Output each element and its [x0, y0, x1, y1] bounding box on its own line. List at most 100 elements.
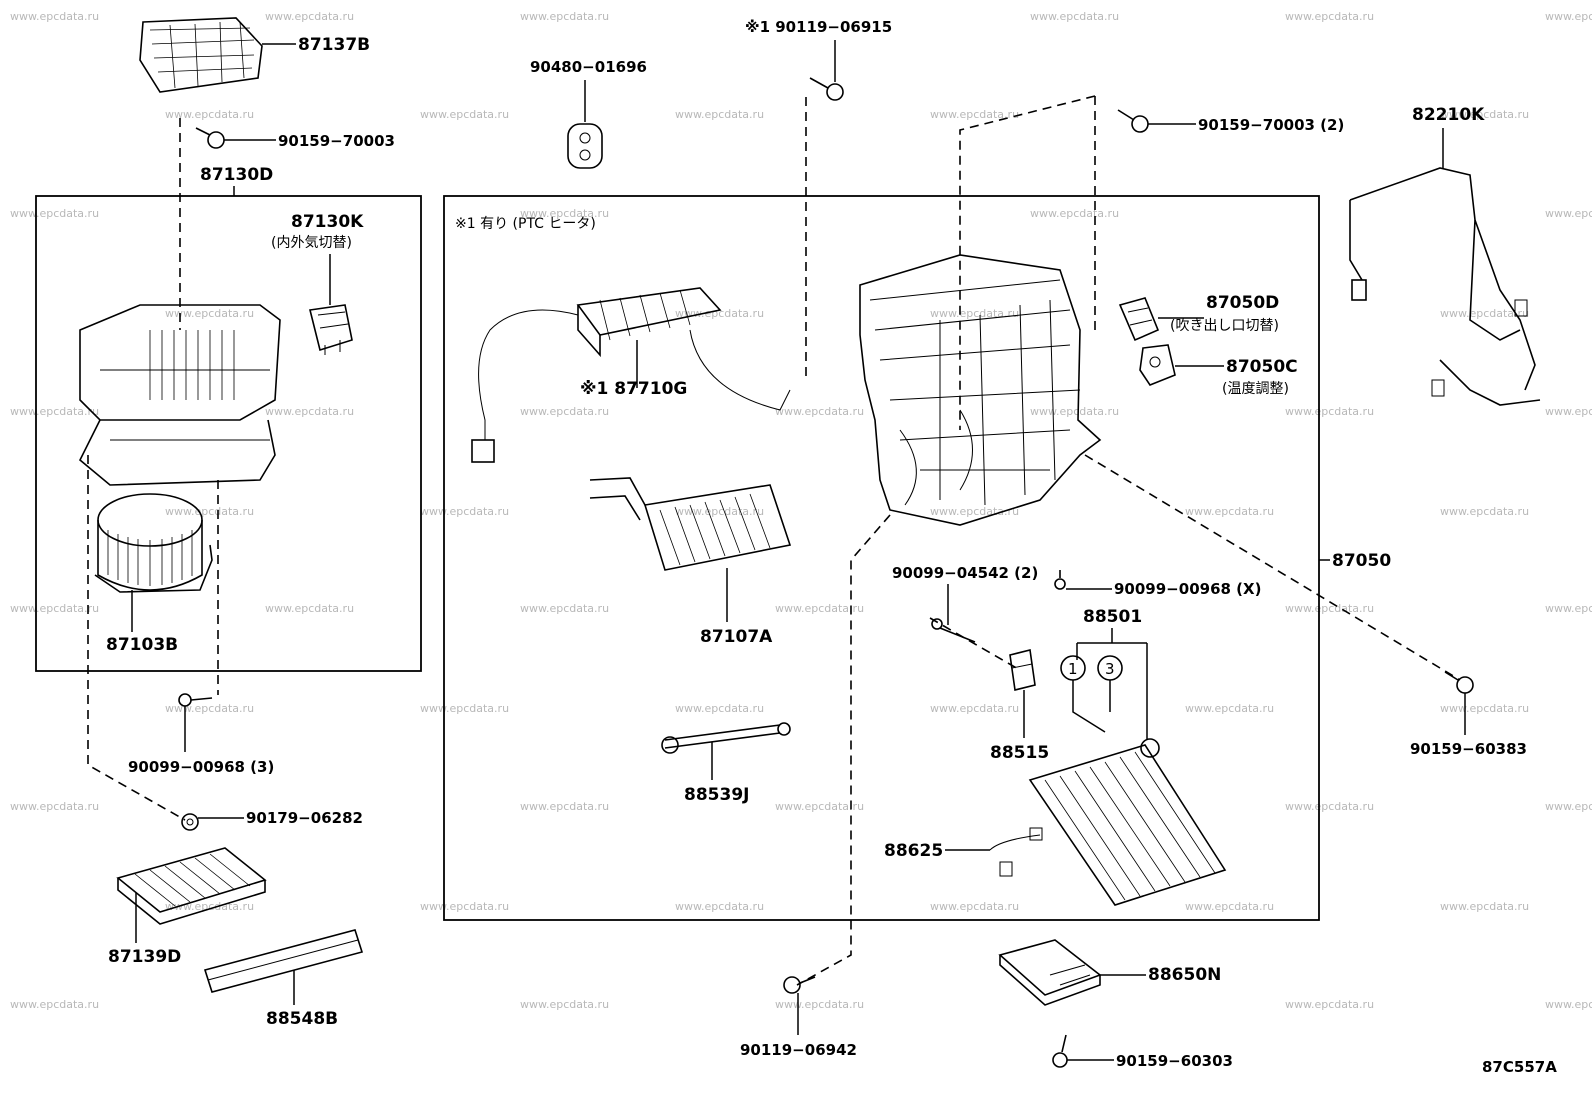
part-label-87130k: 87130K: [291, 212, 364, 232]
part-label-88548b: 88548B: [266, 1009, 338, 1029]
part-87137b: [139, 17, 263, 93]
watermark: www.epcdata.ru: [1440, 108, 1529, 121]
part-label-87050: 87050: [1332, 551, 1391, 571]
watermark: www.epcdata.ru: [675, 900, 764, 913]
watermark: www.epcdata.ru: [675, 108, 764, 121]
part-label-90119-06915: ※1 90119−06915: [745, 18, 892, 36]
screw-icon: [195, 127, 225, 149]
part-label-88515: 88515: [990, 743, 1049, 763]
screw-icon: [1444, 671, 1474, 694]
part-label-90099-00968-3: 90099−00968 (3): [128, 758, 274, 776]
part-87130k: [309, 304, 353, 355]
watermark: www.epcdata.ru: [1285, 998, 1374, 1011]
watermark: www.epcdata.ru: [265, 10, 354, 23]
ptc-heater-note: ※1 有り (PTC ヒータ): [455, 216, 596, 232]
part-label-88501: 88501: [1083, 607, 1142, 627]
part-label-90159-60383: 90159−60383: [1410, 740, 1527, 758]
watermark: www.epcdata.ru: [1185, 505, 1274, 518]
part-87050d: [1118, 297, 1160, 342]
watermark: www.epcdata.ru: [1030, 207, 1119, 220]
watermark: www.epcdata.ru: [1545, 207, 1592, 220]
watermark: www.epcdata.ru: [165, 702, 254, 715]
ref-1: 1: [1068, 660, 1078, 678]
blower-group-box: [35, 195, 422, 672]
watermark: www.epcdata.ru: [775, 800, 864, 813]
leader-line: [1076, 628, 1148, 740]
part-label-90159-60303: 90159−60303: [1116, 1052, 1233, 1070]
watermark: www.epcdata.ru: [930, 900, 1019, 913]
assembly-lines: [87, 95, 1461, 986]
part-87050c: [1139, 344, 1176, 386]
part-88625: [989, 827, 1043, 877]
watermark: www.epcdata.ru: [930, 702, 1019, 715]
watermark: www.epcdata.ru: [1285, 800, 1374, 813]
watermark: www.epcdata.ru: [775, 998, 864, 1011]
watermark: www.epcdata.ru: [1545, 405, 1592, 418]
part-87107a: [589, 477, 792, 571]
watermark: www.epcdata.ru: [520, 10, 609, 23]
screw-icon: [1117, 109, 1149, 133]
part-note-87050c: (温度調整): [1222, 381, 1289, 397]
watermark: www.epcdata.ru: [10, 405, 99, 418]
part-90480-01696: [567, 123, 603, 169]
watermark: www.epcdata.ru: [520, 602, 609, 615]
part-label-87710g: ※1 87710G: [580, 379, 687, 399]
watermark: www.epcdata.ru: [1285, 405, 1374, 418]
watermark: www.epcdata.ru: [420, 702, 509, 715]
watermark: www.epcdata.ru: [1440, 307, 1529, 320]
part-label-90119-06942: 90119−06942: [740, 1041, 857, 1059]
nut-icon: [181, 813, 199, 831]
part-label-82210k: 82210K: [1412, 105, 1485, 125]
watermark: www.epcdata.ru: [1185, 702, 1274, 715]
watermark: www.epcdata.ru: [930, 307, 1019, 320]
watermark: www.epcdata.ru: [10, 602, 99, 615]
part-label-87050d: 87050D: [1206, 293, 1279, 313]
watermark: www.epcdata.ru: [1440, 505, 1529, 518]
part-label-88625: 88625: [884, 841, 943, 861]
watermark: www.epcdata.ru: [930, 108, 1019, 121]
screw-icon: [1054, 570, 1066, 590]
leader-line: [1072, 680, 1111, 733]
watermark: www.epcdata.ru: [1030, 405, 1119, 418]
part-label-90099-00968-x: 90099−00968 (X): [1114, 580, 1261, 598]
watermark: www.epcdata.ru: [520, 998, 609, 1011]
watermark-layer: www.epcdata.ru www.epcdata.ru www.epcdat…: [10, 10, 1592, 1011]
watermark: www.epcdata.ru: [520, 405, 609, 418]
part-87130d-housing: [79, 304, 281, 486]
part-label-87130d: 87130D: [200, 165, 273, 185]
part-label-87139d: 87139D: [108, 947, 181, 967]
part-87103b: [94, 493, 213, 593]
watermark: www.epcdata.ru: [1030, 10, 1119, 23]
part-88650n: [998, 939, 1102, 1006]
watermark: www.epcdata.ru: [1285, 10, 1374, 23]
watermark: www.epcdata.ru: [10, 207, 99, 220]
part-label-90099-04542-2: 90099−04542 (2): [892, 564, 1038, 582]
part-88539j: [661, 722, 791, 754]
bolt-icon: [931, 618, 976, 643]
watermark: www.epcdata.ru: [265, 602, 354, 615]
part-label-90159-70003: 90159−70003: [278, 132, 395, 150]
watermark: www.epcdata.ru: [265, 405, 354, 418]
part-87050-unit: [859, 254, 1102, 526]
watermark: www.epcdata.ru: [10, 10, 99, 23]
part-87139d: [116, 847, 267, 925]
part-label-87050c: 87050C: [1226, 357, 1298, 377]
heater-group-box: [443, 195, 1320, 921]
screw-icon: [809, 77, 844, 101]
watermark: www.epcdata.ru: [930, 505, 1019, 518]
part-88515: [1009, 649, 1036, 691]
watermark: www.epcdata.ru: [775, 405, 864, 418]
screw-icon: [1052, 1034, 1068, 1068]
watermark: www.epcdata.ru: [520, 207, 609, 220]
watermark: www.epcdata.ru: [165, 108, 254, 121]
part-87710g: [471, 287, 791, 463]
part-note-87050d: (吹き出し口切替): [1170, 318, 1279, 334]
watermark: www.epcdata.ru: [420, 108, 509, 121]
watermark: www.epcdata.ru: [420, 900, 509, 913]
part-label-90179-06282: 90179−06282: [246, 809, 363, 827]
part-evaporator: [1028, 738, 1227, 906]
part-82210k: [1349, 167, 1541, 406]
part-label-87137b: 87137B: [298, 35, 370, 55]
